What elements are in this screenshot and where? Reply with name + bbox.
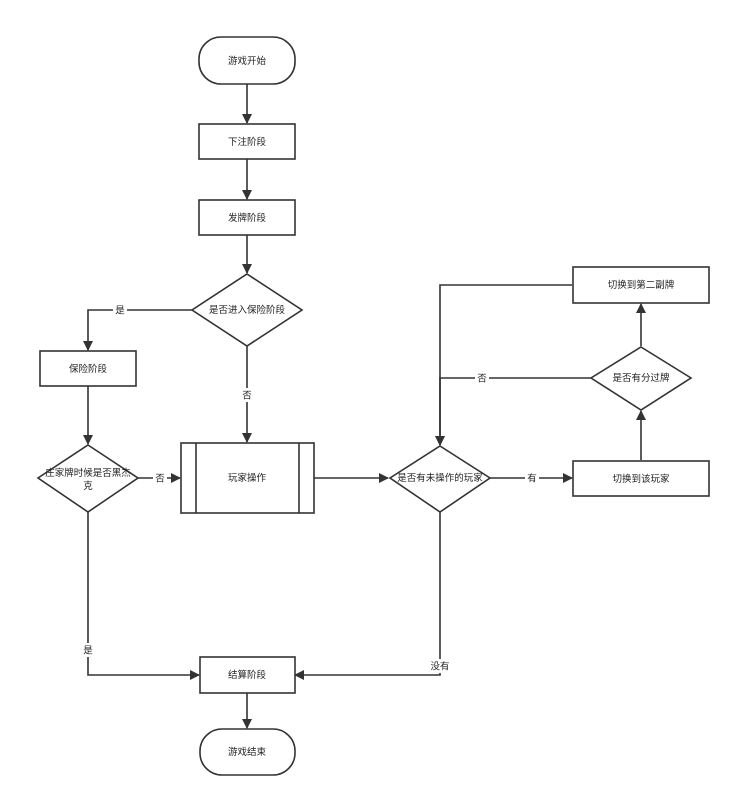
edge-switch-second-to-unoperated (435, 284, 572, 446)
node-has-split-label: 是否有分过牌 (612, 372, 670, 384)
edge-unoperated-to-settle (294, 512, 441, 680)
node-switch-player-label: 切换到该玩家 (612, 473, 670, 485)
node-start: 游戏开始 (198, 36, 296, 85)
node-insurance: 保险阶段 (39, 350, 137, 387)
edge-label-blackjack-no: 否 (155, 474, 165, 485)
node-player-ops-label: 玩家操作 (228, 472, 267, 484)
node-blackjack-label-line1: 庄家牌时候是否黑杰 (45, 467, 131, 479)
node-switch-second: 切换到第二副牌 (572, 266, 710, 304)
node-enter-insurance-label: 是否进入保险阶段 (209, 304, 286, 316)
node-unoperated-label: 是否有未操作的玩家 (397, 472, 483, 484)
edge-label-has-player: 有 (527, 473, 537, 485)
node-switch-player: 切换到该玩家 (572, 460, 710, 497)
edge-split-to-unoperated (435, 377, 591, 446)
node-end-label: 游戏结束 (228, 746, 267, 758)
node-unoperated-decision: 是否有未操作的玩家 (388, 445, 492, 513)
node-blackjack-label-line2: 克 (83, 481, 93, 492)
node-deal-label: 发牌阶段 (228, 212, 267, 224)
node-has-split-decision: 是否有分过牌 (589, 346, 693, 411)
edge-label-blackjack-yes: 是 (83, 646, 93, 657)
edge-decision-to-insurance (83, 309, 192, 351)
node-player-ops: 玩家操作 (180, 442, 315, 514)
node-bet: 下注阶段 (198, 123, 296, 160)
edges (83, 84, 646, 729)
node-end: 游戏结束 (199, 728, 296, 776)
node-insurance-label: 保险阶段 (69, 363, 108, 375)
edge-label-split-no: 否 (477, 374, 487, 385)
edge-label-no-player: 没有 (430, 661, 449, 673)
edge-label-enter-no: 否 (242, 391, 252, 402)
node-blackjack-decision: 庄家牌时候是否黑杰 克 (36, 444, 140, 513)
edge-labels: 是 否 否 是 有 没有 否 (81, 303, 539, 673)
node-start-label: 游戏开始 (228, 55, 267, 67)
node-deal: 发牌阶段 (198, 199, 296, 236)
node-settle: 结算阶段 (199, 656, 296, 694)
edge-blackjack-to-settle (87, 512, 200, 680)
node-settle-label: 结算阶段 (228, 669, 267, 681)
node-switch-second-label: 切换到第二副牌 (608, 279, 675, 291)
node-enter-insurance-decision: 是否进入保险阶段 (190, 273, 304, 347)
edge-label-enter-yes: 是 (115, 306, 125, 317)
node-bet-label: 下注阶段 (228, 136, 267, 148)
